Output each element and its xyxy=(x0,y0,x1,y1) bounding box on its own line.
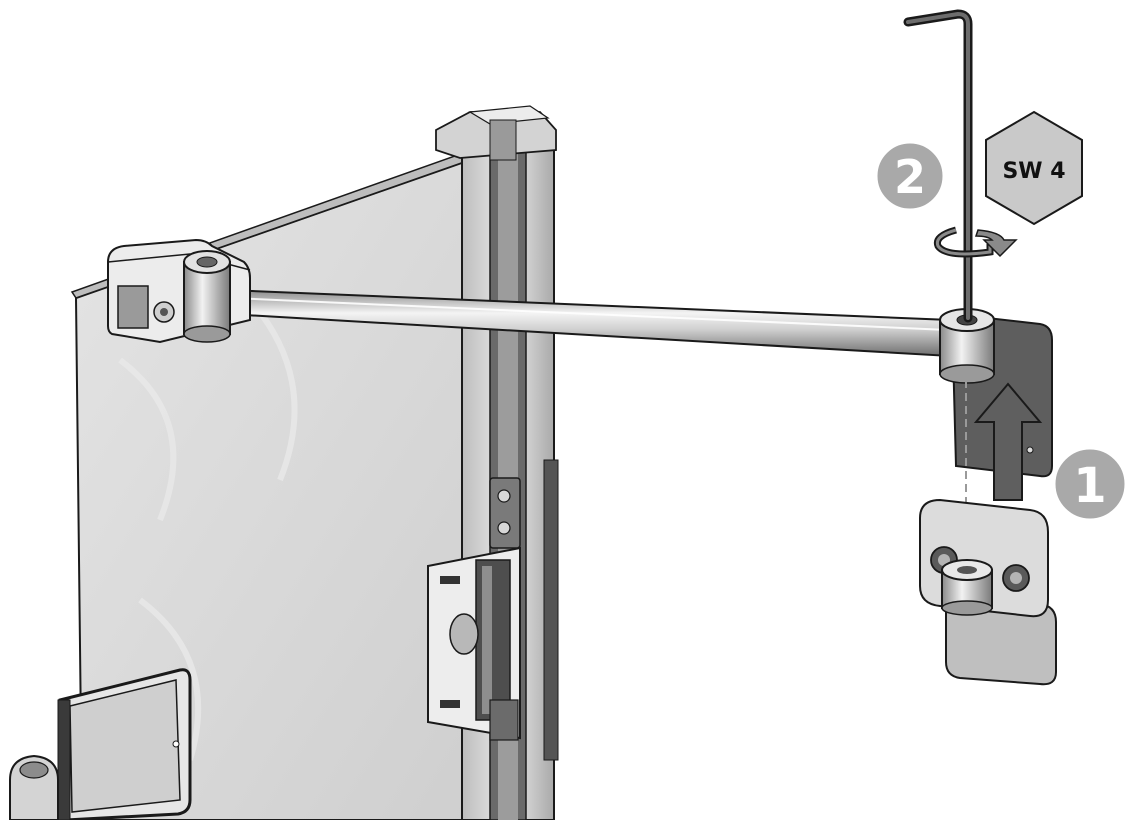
hex-key xyxy=(903,9,973,323)
step-2-badge: 2 xyxy=(874,140,946,212)
door-handle xyxy=(57,668,192,820)
profile-hardware xyxy=(427,477,521,741)
wrench-size-label: SW 4 xyxy=(1002,159,1065,184)
up-arrow-icon xyxy=(973,382,1043,501)
profile-top-cap xyxy=(435,105,557,161)
lower-hinge xyxy=(9,754,59,820)
rotation-arrow-icon xyxy=(933,226,1018,258)
wall-bracket-lower xyxy=(919,498,1057,686)
wrench-size-hex-badge: SW 4 xyxy=(985,110,1083,226)
step-1-label: 1 xyxy=(1073,458,1106,514)
step-1-badge: 1 xyxy=(1052,446,1126,522)
step-2-label: 2 xyxy=(894,150,926,204)
glass-clamp xyxy=(107,238,251,344)
